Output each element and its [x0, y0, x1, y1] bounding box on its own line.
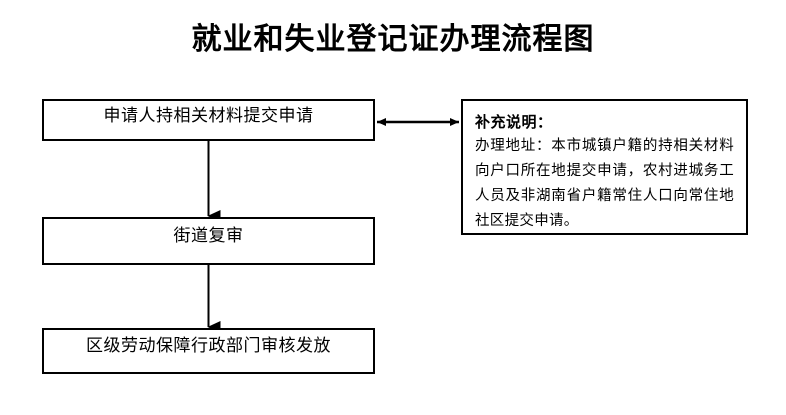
- flow-node-apply-label: 申请人持相关材料提交申请: [103, 106, 314, 126]
- flow-node-issue[interactable]: 区级劳动保障行政部门审核发放: [42, 328, 375, 374]
- flow-node-issue-label: 区级劳动保障行政部门审核发放: [86, 336, 331, 356]
- note-title: 补充说明：: [475, 113, 553, 131]
- page-title: 就业和失业登记证办理流程图: [191, 22, 595, 57]
- flow-node-apply[interactable]: 申请人持相关材料提交申请: [42, 99, 375, 141]
- supplementary-note-panel: 补充说明： 办理地址：本市城镇户籍的持相关材料向户口所在地提交申请，农村进城务工…: [461, 99, 748, 235]
- flow-node-review-label: 街道复审: [173, 226, 244, 246]
- flow-node-review[interactable]: 街道复审: [42, 217, 375, 265]
- note-body: 办理地址：本市城镇户籍的持相关材料向户口所在地提交申请，农村进城务工人员及非湖南…: [475, 138, 734, 229]
